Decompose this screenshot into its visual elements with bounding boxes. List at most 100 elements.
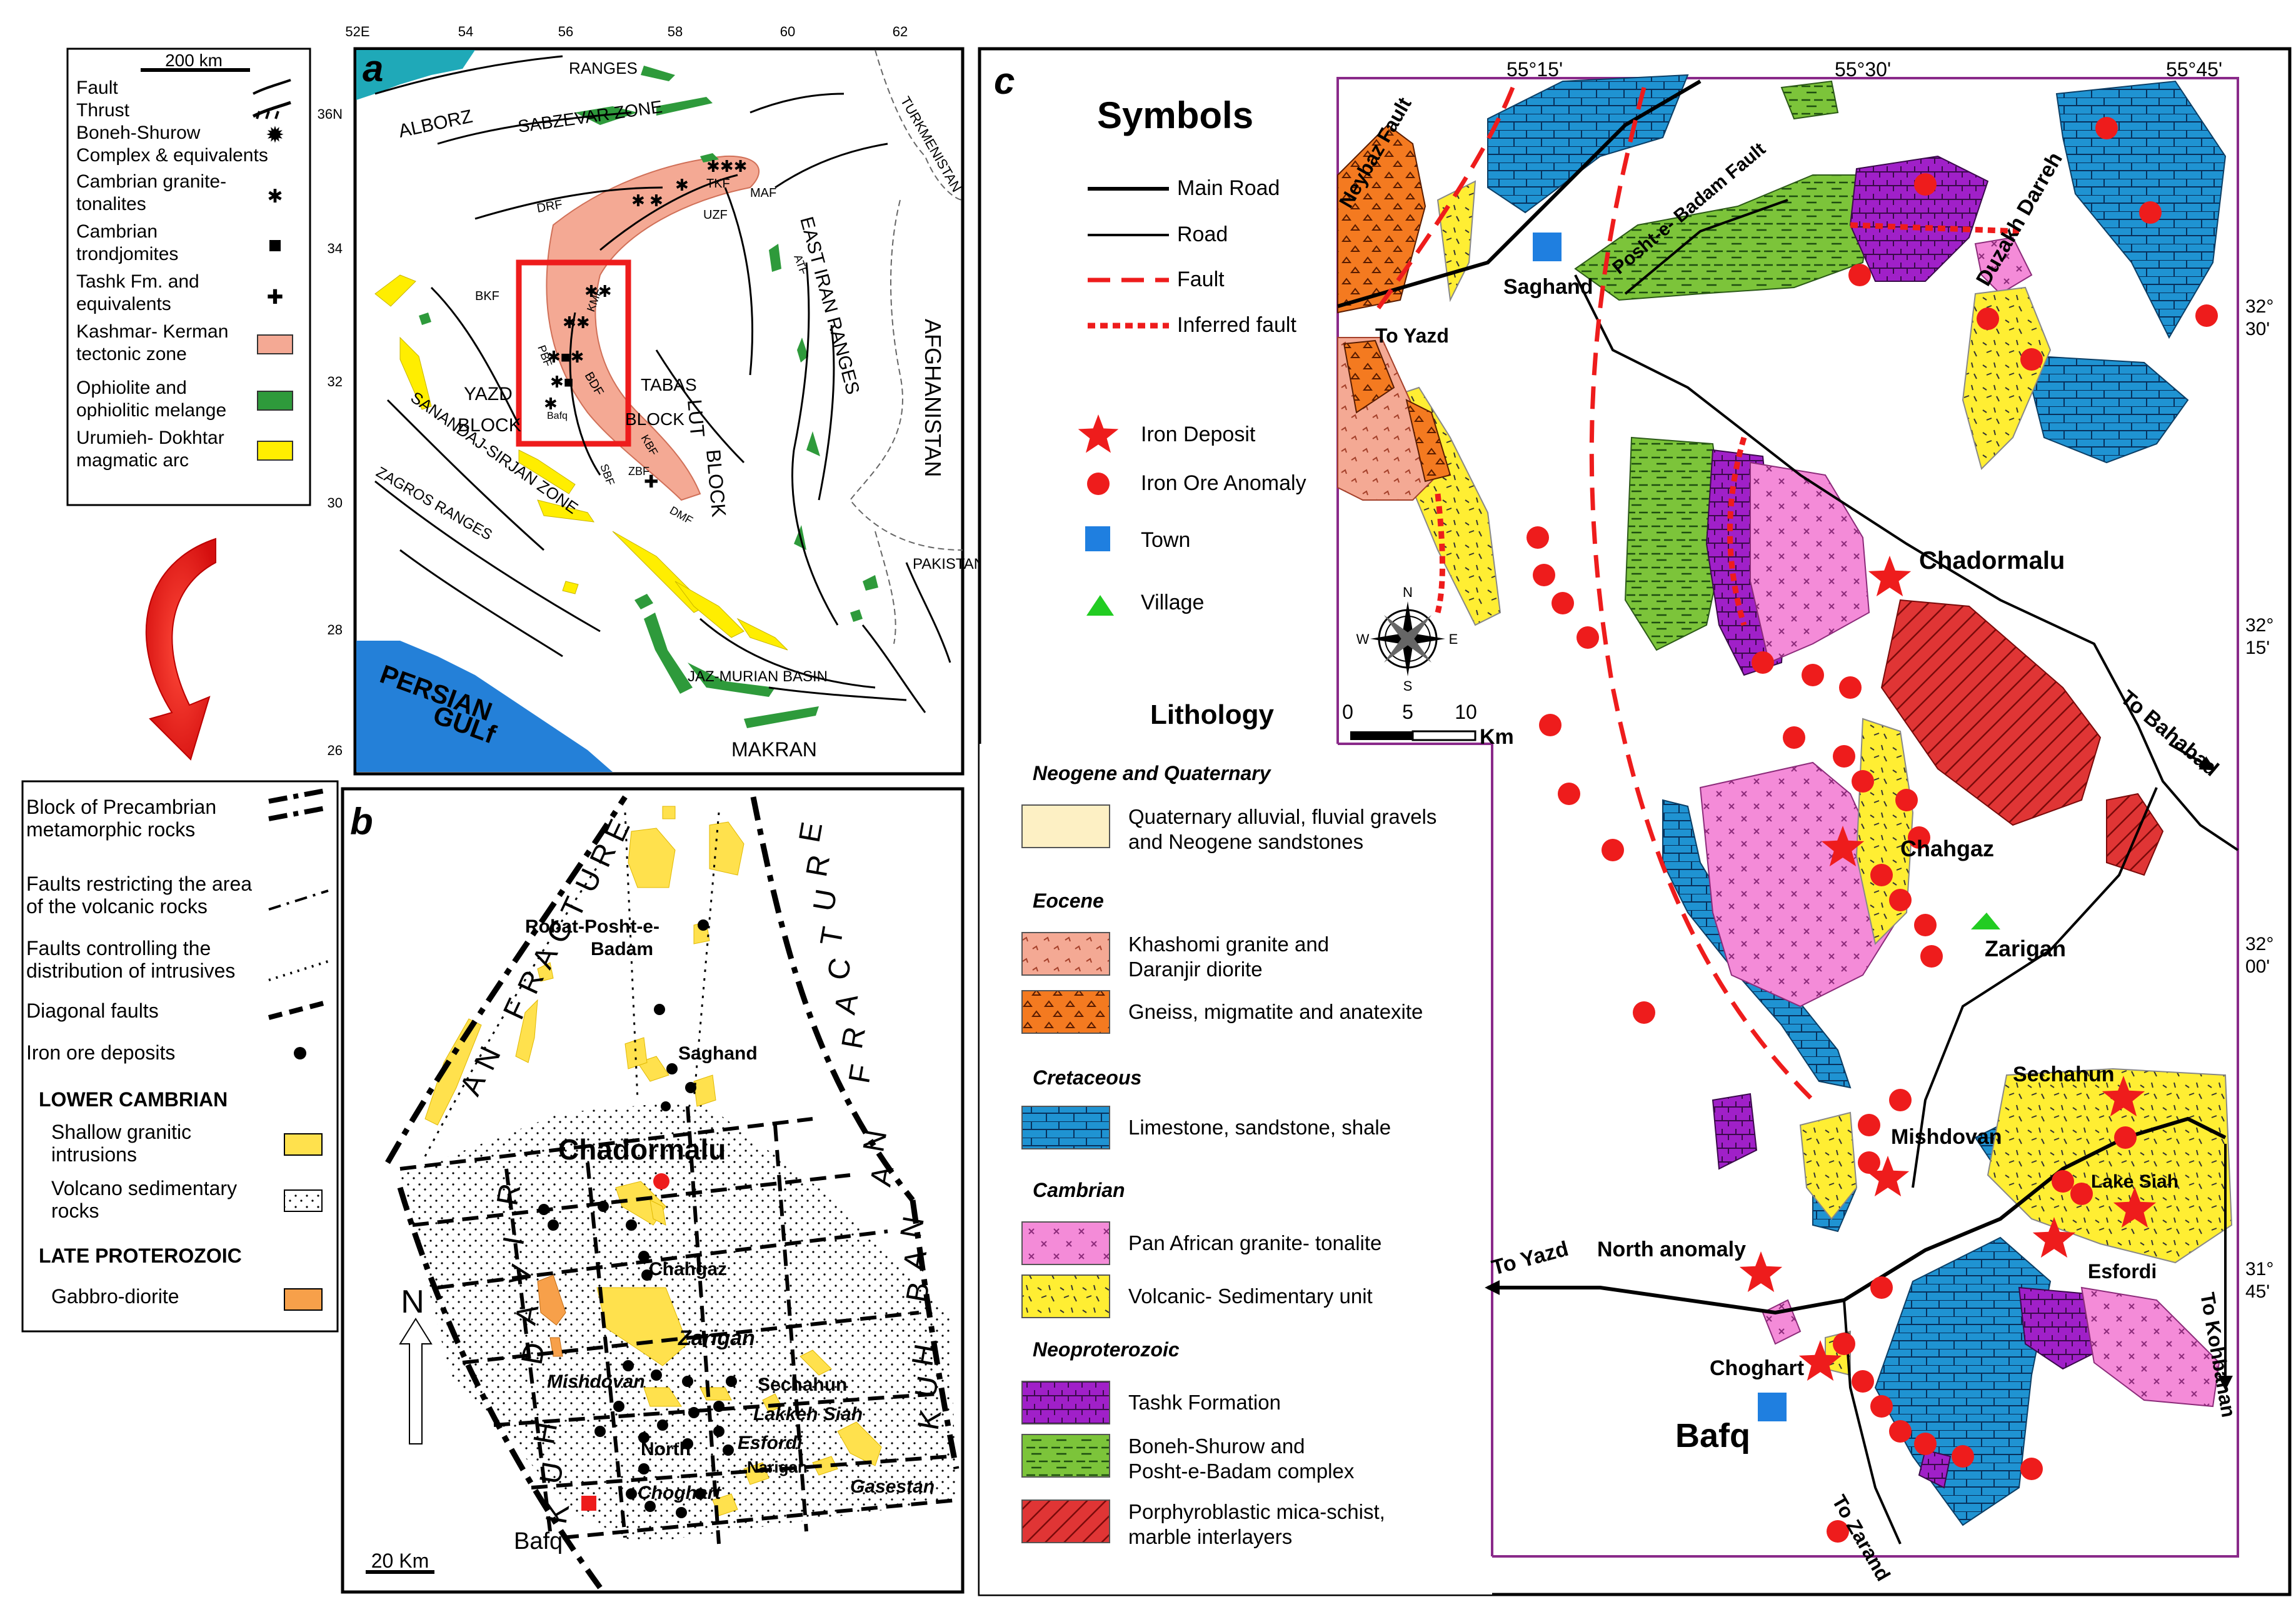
c-right-tick: 30' — [2245, 319, 2270, 339]
svg-text:✹: ✹ — [266, 122, 284, 148]
symbol-star-label: Iron Deposit — [1141, 423, 1256, 446]
a-top-tick: 62 — [893, 24, 908, 39]
iron-deposit-star-icon — [2113, 1187, 2157, 1228]
a-label-pakistan: PAKISTAN — [913, 556, 985, 573]
b-place-narigan: Narigan — [747, 1458, 808, 1476]
c-label-north_anomaly: North anomaly — [1597, 1238, 1746, 1261]
svg-text:✱✱: ✱✱ — [563, 313, 590, 332]
a-legend-label: Fault — [76, 78, 118, 98]
svg-text:✚: ✚ — [644, 472, 658, 491]
kashmar-kerman-zone — [546, 155, 760, 501]
lithology-group-title: Neoproterozoic — [1033, 1338, 1180, 1361]
granitic-intrusions — [424, 806, 882, 1516]
a-legend-label: Boneh-Shurow — [76, 123, 201, 143]
legend-sun-symbol-icon: ✹ — [266, 122, 284, 148]
b-legend-swatch — [284, 1288, 323, 1311]
b-legend-label: Diagonal faults — [26, 999, 159, 1022]
c-scale-unit: Km — [1480, 725, 1514, 749]
a-top-tick: 56 — [558, 24, 573, 39]
lithology-swatch-volc — [1021, 1274, 1110, 1318]
lithology-group-title: Cretaceous — [1033, 1066, 1141, 1089]
a-label-bkf: BKF — [475, 289, 499, 303]
b-legend-label: distribution of intrusives — [26, 959, 235, 982]
lithology-label: and Neogene sandstones — [1128, 830, 1363, 853]
a-label-bafq: Bafq — [547, 411, 568, 421]
kk-symbols: ✱✱✱ ✱ ✱ ✱ ✱✱ ✱✱ ✱■✱ ✱■ ✱ ✚ — [544, 157, 747, 491]
c-label-to_yazd1: To Yazd — [1375, 324, 1449, 347]
fracture-lines — [385, 795, 960, 1589]
north-label: N — [401, 1284, 424, 1320]
a-legend-label: ophiolitic melange — [76, 400, 226, 421]
iron-deposits — [1078, 414, 2157, 1381]
symbol-road-label: Road — [1177, 223, 1228, 246]
lithology-swatch-tashk — [1021, 1381, 1110, 1424]
b-place-saghand: Saghand — [678, 1043, 758, 1064]
symbol-main-road-label: Main Road — [1177, 176, 1280, 200]
a-label-maf: MAF — [750, 186, 776, 200]
b-legend-swatch — [284, 1189, 323, 1212]
red-curved-arrow-icon — [145, 538, 216, 761]
symbol-triangle-label: Village — [1141, 591, 1204, 614]
b-place-chahgaz: Chahgaz — [649, 1259, 727, 1279]
a-label-tabas: TABAS — [641, 375, 697, 394]
a-legend-label: Kashmar- Kerman — [76, 321, 228, 342]
c-label-bafq: Bafq — [1675, 1417, 1750, 1454]
lithology-group-title: Neogene and Quaternary — [1033, 762, 1272, 784]
a-left-tick: 34 — [328, 241, 343, 256]
panel-a-letter: a — [363, 48, 383, 89]
symbol-circle-label: Iron Ore Anomaly — [1141, 471, 1306, 495]
legend-thrust-icon — [252, 101, 291, 119]
a-label-afghanistan: AFGHANISTAN — [920, 319, 946, 477]
caspian-sea — [356, 50, 475, 100]
diagonal-faults — [399, 1106, 957, 1544]
b-place-zarigan: Zarigan — [678, 1326, 755, 1350]
iron-deposit-star-icon — [1866, 1156, 1910, 1197]
b-legend-label: metamorphic rocks — [26, 818, 195, 841]
a-left-tick: 36N — [318, 106, 343, 122]
a-left-tick: 30 — [328, 495, 343, 511]
iron-deposit-star-icon — [2032, 1217, 2076, 1258]
lithology-swatch-schist — [1021, 1499, 1110, 1543]
c-scale-bar — [1350, 730, 1476, 741]
lithology-label: marble interlayers — [1128, 1525, 1292, 1548]
b-place-gasestan: Gasestan — [850, 1476, 935, 1497]
b-legend-swatch — [284, 1133, 323, 1156]
study-area-box — [516, 259, 631, 447]
b-legend-label: Iron ore deposits — [26, 1041, 175, 1064]
lithology-label: Gneiss, migmatite and anatexite — [1128, 1000, 1423, 1023]
c-label-lake_siah: Lake Siah — [2091, 1171, 2178, 1192]
b-legend-label: rocks — [51, 1199, 99, 1222]
lithology-swatch-quat — [1021, 804, 1110, 848]
c-right-tick: 45' — [2245, 1281, 2270, 1302]
c-faults — [1373, 86, 2020, 1102]
c-label-mishdovan: Mishdovan — [1891, 1125, 2002, 1149]
compass-s: S — [1403, 678, 1413, 694]
lithology-label: Boneh-Shurow and — [1128, 1434, 1305, 1458]
c-right-tick: 32° — [2245, 934, 2273, 954]
lithology-label: Tashk Formation — [1128, 1391, 1281, 1414]
legend-dotted-icon — [268, 960, 329, 981]
a-label-jaz: JAZ-MURIAN BASIN — [688, 668, 828, 685]
iron-deposit-star-icon — [2102, 1076, 2145, 1117]
a-label-ranges: RANGES — [569, 59, 638, 78]
roads — [1337, 79, 2239, 1544]
a-legend-label: Cambrian — [76, 221, 158, 242]
chadormalu-deposit — [653, 1173, 669, 1189]
a-label-zbf: ZBF — [628, 465, 649, 478]
legend-dot-icon — [294, 1047, 306, 1059]
lithology-label: Khashomi granite and — [1128, 933, 1329, 956]
b-place-robat1: Robat-Posht-e- — [525, 916, 659, 937]
b-legend-label: Gabbro-diorite — [51, 1285, 179, 1308]
lithology-label: Volcanic- Sedimentary unit — [1128, 1284, 1373, 1308]
b-place-robat2: Badam — [591, 939, 653, 959]
symbol-inferred-fault-label: Inferred fault — [1177, 313, 1296, 337]
a-legend-label: Ophiolite and — [76, 378, 187, 398]
legend-fault-icon — [253, 79, 291, 95]
lithology-label: Posht-e-Badam complex — [1128, 1459, 1355, 1483]
svg-text:✱ ✱: ✱ ✱ — [631, 191, 663, 210]
lithology-swatch-gneiss — [1021, 990, 1110, 1034]
